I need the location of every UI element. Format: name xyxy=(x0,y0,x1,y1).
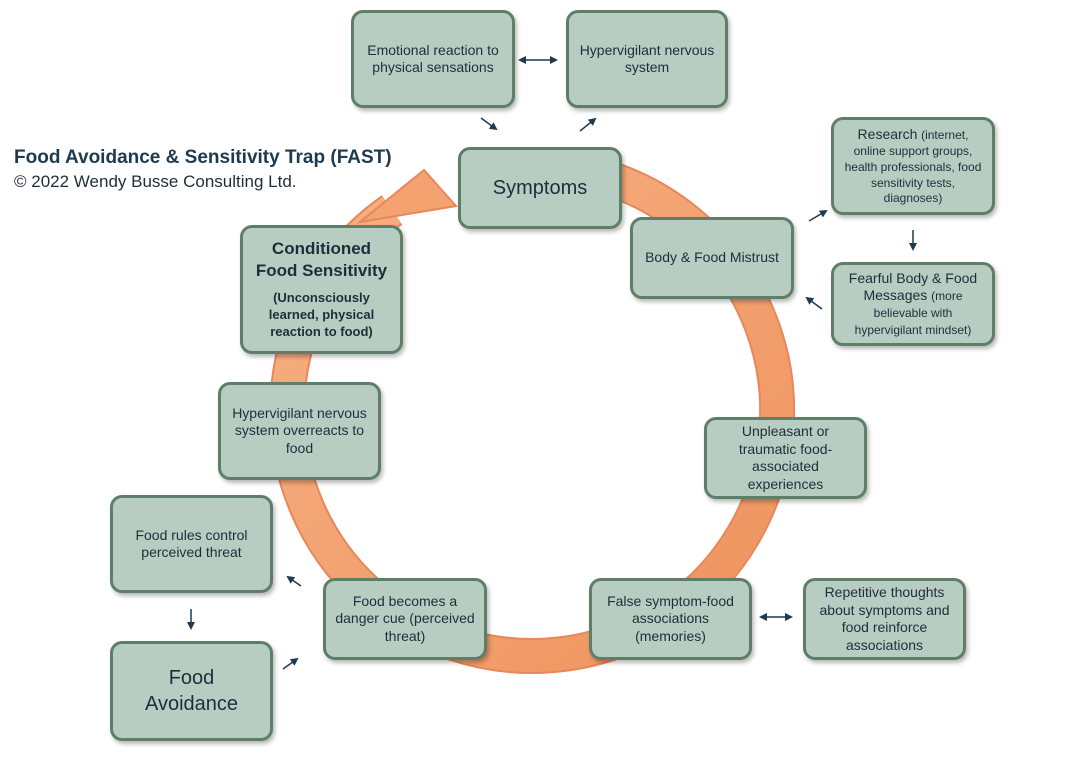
fearful-lead: Fearful Body & Food Messages xyxy=(848,269,978,303)
node-overreacts: Hypervigilant nervous system overreacts … xyxy=(218,382,381,480)
title-block: Food Avoidance & Sensitivity Trap (FAST)… xyxy=(14,146,392,193)
loop-arrowhead xyxy=(356,168,458,224)
node-emotional-reaction: Emotional reaction to physical sensation… xyxy=(351,10,515,108)
node-false-associations: False symptom-food associations (memorie… xyxy=(589,578,752,660)
node-unpleasant-experiences: Unpleasant or traumatic food-associated … xyxy=(704,417,867,499)
node-food-rules: Food rules control perceived threat xyxy=(110,495,273,593)
node-danger-cue: Food becomes a danger cue (perceived thr… xyxy=(323,578,487,660)
node-conditioned-sensitivity: Conditioned Food Sensitivity (Unconsciou… xyxy=(240,225,403,354)
node-food-avoidance: Food Avoidance xyxy=(110,641,273,741)
research-lead: Research xyxy=(857,125,918,142)
node-repetitive-thoughts: Repetitive thoughts about symptoms and f… xyxy=(803,578,966,660)
node-symptoms: Symptoms xyxy=(458,147,622,229)
copyright-notice: © 2022 Wendy Busse Consulting Ltd. xyxy=(14,171,297,191)
node-fearful-messages: Fearful Body & Food Messages (more belie… xyxy=(831,262,995,346)
node-hypervigilant-system: Hypervigilant nervous system xyxy=(566,10,728,108)
node-research: Research (internet, online support group… xyxy=(831,117,995,215)
fearful-detail: (more believable with hypervigilant mind… xyxy=(854,288,972,338)
diagram-title: Food Avoidance & Sensitivity Trap (FAST) xyxy=(14,147,392,168)
node-body-food-mistrust: Body & Food Mistrust xyxy=(630,217,794,299)
research-detail: (internet, online support groups, health… xyxy=(844,127,982,206)
